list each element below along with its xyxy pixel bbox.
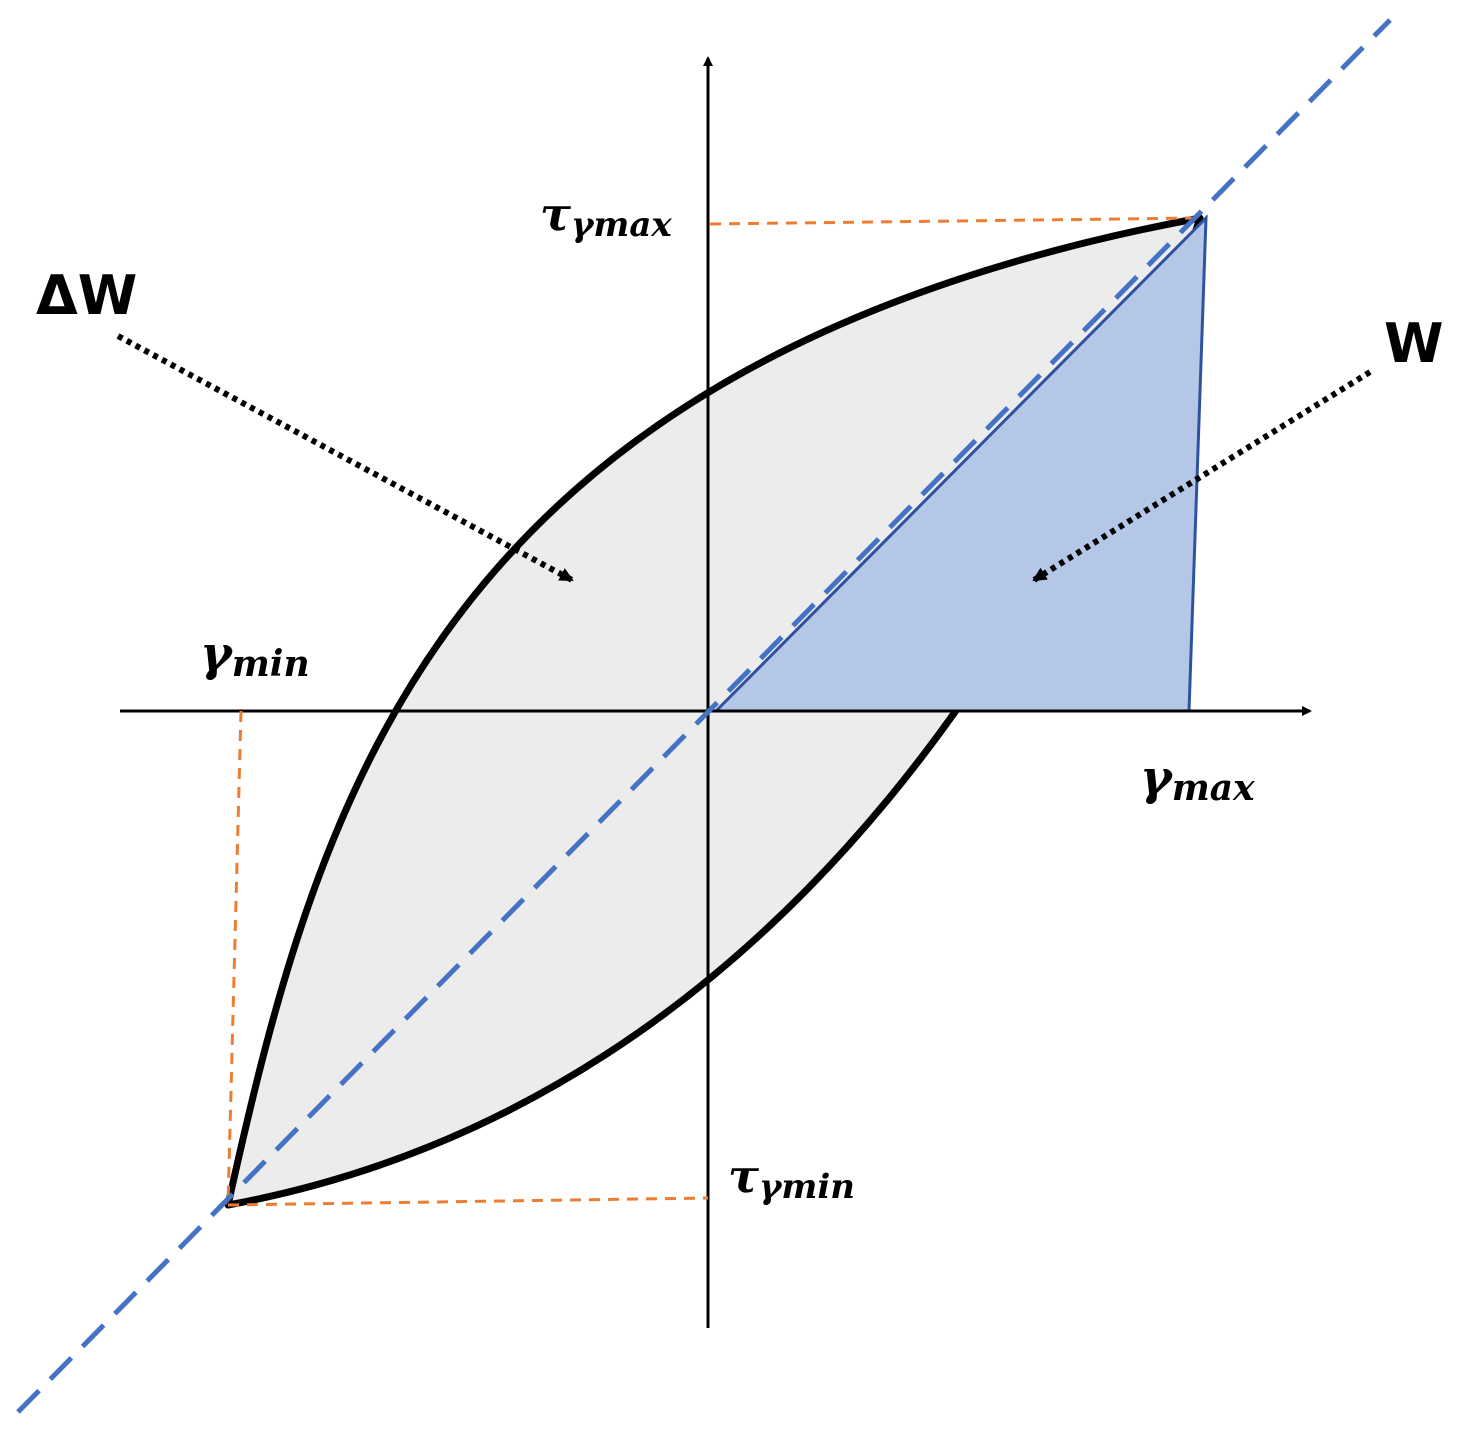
gamma-max-label: γmax bbox=[1140, 750, 1255, 809]
gamma-min-projection-line bbox=[226, 710, 243, 1206]
tau-max-projection-line bbox=[709, 216, 1201, 226]
delta-w-pointer-arrow bbox=[116, 333, 574, 583]
tau-min-label: τγmin bbox=[728, 1149, 855, 1207]
delta-w-label: ΔW bbox=[36, 264, 137, 327]
tau-min-projection-line bbox=[227, 1196, 709, 1207]
tau-max-label: τγmax bbox=[540, 187, 672, 245]
secant-diagonal-line bbox=[16, 18, 1392, 1414]
gamma-min-label: γmin bbox=[200, 626, 310, 685]
w-label: W bbox=[1384, 312, 1444, 375]
